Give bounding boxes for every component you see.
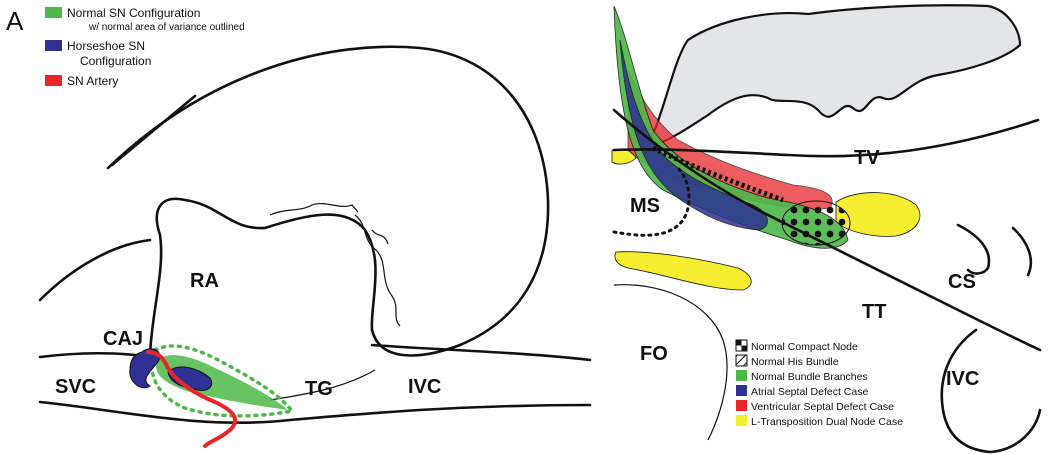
fossa-ovalis-outline [613, 284, 728, 441]
panel-b: B TV MS CS TT FO IVC [608, 0, 1050, 454]
panel-a-diagram: A Normal SN Configuration w/ normal area… [6, 6, 592, 448]
ltga-dual-node-region [835, 192, 921, 237]
legend-swatch-ltga [736, 415, 747, 426]
svc-upper-wall [38, 238, 152, 302]
tendon-of-todaro-line [612, 108, 1042, 352]
legend-swatch-green [45, 7, 62, 18]
normal-sn-variance-outline [150, 344, 296, 418]
label-tt: TT [862, 301, 886, 323]
label-fo: FO [640, 343, 668, 365]
label-tg: TG [305, 378, 333, 400]
legend-swatch-bundle-branches [736, 370, 747, 381]
ivc-wall [370, 343, 592, 362]
legend-label-his-bundle: Normal His Bundle [751, 356, 839, 368]
legend-swatch-compact-node-fill [736, 340, 742, 346]
panel-b-diagram: B TV MS CS TT FO IVC [611, 4, 1042, 454]
label-ms: MS [630, 195, 660, 217]
label-ra: RA [190, 270, 219, 292]
tricuspid-leaflet [643, 4, 1022, 150]
legend-label-compact-node: Normal Compact Node [751, 341, 858, 353]
sn-artery-path [146, 350, 238, 448]
legend-label-sn-artery: SN Artery [67, 74, 118, 88]
ivc-outline [940, 328, 1042, 454]
legend-swatch-compact-node-fill-2 [741, 345, 747, 351]
appendage-line [110, 94, 197, 167]
label-caj: CAJ [103, 328, 143, 350]
legend-sublabel-normal-sn: w/ normal area of variance outlined [88, 22, 245, 33]
floor-outline [38, 400, 592, 425]
label-tv: TV [854, 147, 880, 169]
legend-sublabel-horseshoe-sn: Configuration [80, 54, 151, 68]
ltga-dual-node-region-lower [614, 251, 752, 291]
his-bundle [651, 145, 784, 203]
legend-swatch-asd [736, 385, 747, 396]
legend-label-ltga: L-Transposition Dual Node Case [751, 416, 903, 428]
cs-outline [956, 223, 991, 275]
label-ivc: IVC [408, 376, 441, 398]
panel-b-legend: Normal Compact Node Normal His Bundle No… [735, 339, 903, 428]
legend-label-bundle-branches: Normal Bundle Branches [751, 371, 868, 383]
septal-leaflet-outline [612, 118, 1040, 158]
membranous-septum-outline [612, 166, 691, 237]
ra-cavity-outline [148, 197, 377, 357]
cs-outline-right [1011, 226, 1033, 277]
legend-swatch-vsd [736, 400, 747, 411]
label-ivc-b: IVC [946, 368, 979, 390]
pectinate-muscle-lines [269, 202, 401, 327]
panel-a-legend: Normal SN Configuration w/ normal area o… [45, 6, 245, 88]
right-atrium-dome-outline [106, 45, 550, 357]
legend-label-vsd: Ventricular Septal Defect Case [751, 401, 894, 413]
panel-a: A Normal SN Configuration w/ normal area… [6, 6, 592, 448]
label-cs: CS [948, 271, 976, 293]
legend-swatch-blue [45, 40, 62, 51]
svc-lower-wall [38, 351, 150, 359]
legend-label-horseshoe-sn: Horseshoe SN [67, 39, 145, 53]
legend-swatch-red [45, 75, 62, 86]
legend-label-asd: Atrial Septal Defect Case [751, 386, 868, 398]
legend-swatch-his-bundle [735, 354, 748, 367]
label-svc: SVC [55, 376, 96, 398]
legend-label-normal-sn: Normal SN Configuration [67, 6, 200, 20]
panel-a-label: A [6, 6, 24, 36]
